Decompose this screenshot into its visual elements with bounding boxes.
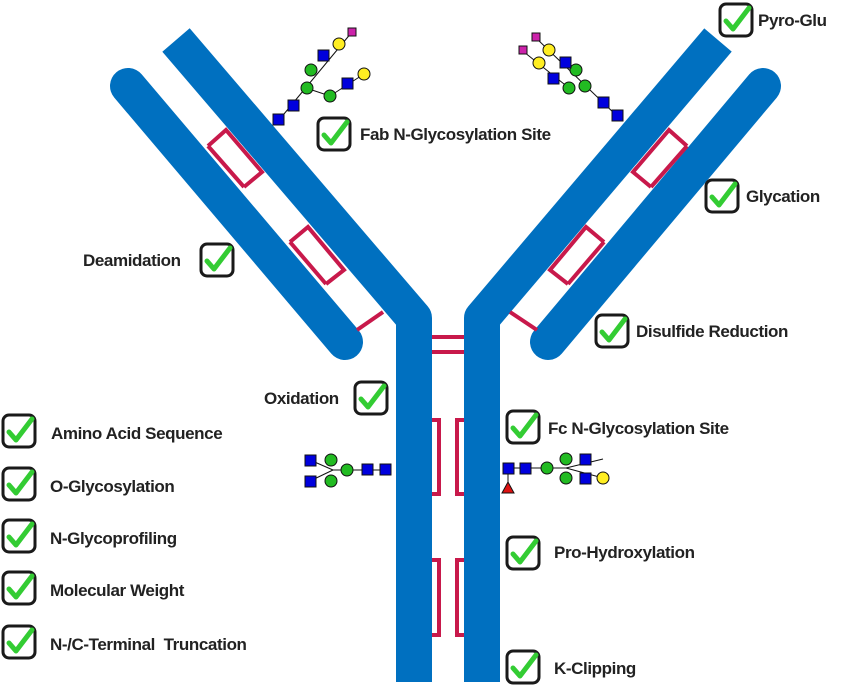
- checkbox-n-glycoprofiling: [1, 518, 37, 554]
- label-oxidation: Oxidation: [264, 389, 339, 408]
- glcnac-square-icon: [317, 49, 330, 62]
- sialic-acid-diamond-icon: [347, 27, 357, 37]
- checkbox-oxidation: [353, 380, 389, 416]
- checkmark-icon: [723, 5, 752, 32]
- label-amino-acid-sequence: Amino Acid Sequence: [51, 424, 222, 443]
- checkbox-molecular-weight: [1, 570, 37, 606]
- glcnac-square-icon: [502, 462, 515, 475]
- checkbox-pro-hydroxylation: [505, 535, 541, 571]
- fucose-triangle-icon: [501, 480, 515, 494]
- checkmark-icon: [358, 383, 387, 410]
- checkmark-icon: [321, 119, 350, 146]
- fab-glycan-left: [272, 27, 371, 126]
- fab-glycan-right: [518, 32, 624, 122]
- glcnac-square-icon: [361, 463, 374, 476]
- hexose-circle-icon: [559, 452, 573, 466]
- hexose-circle-icon: [596, 471, 610, 485]
- checkbox-disulfide-reduction: [594, 313, 630, 349]
- heavy-chain-left: [162, 28, 432, 682]
- label-disulfide-reduction: Disulfide Reduction: [636, 322, 788, 341]
- fc-glycan-left: [304, 453, 392, 488]
- sialic-acid-diamond-icon: [518, 45, 528, 55]
- glcnac-square-icon: [579, 472, 592, 485]
- glcnac-square-icon: [519, 462, 532, 475]
- hexose-circle-icon: [542, 43, 556, 57]
- checkmark-icon: [510, 652, 539, 679]
- hexose-circle-icon: [562, 81, 576, 95]
- light-chain-left: [110, 68, 363, 360]
- hexose-circle-icon: [559, 471, 573, 485]
- checkmark-icon: [6, 416, 35, 443]
- hexose-circle-icon: [569, 63, 583, 77]
- glcnac-square-icon: [304, 454, 317, 467]
- checkbox-fc-glyco: [505, 409, 541, 445]
- glcnac-square-icon: [287, 99, 300, 112]
- checkmark-icon: [6, 469, 35, 496]
- glcnac-square-icon: [547, 72, 560, 85]
- hexose-circle-icon: [304, 63, 318, 77]
- glcnac-square-icon: [597, 96, 610, 109]
- checkbox-amino-acid-sequence: [1, 413, 37, 449]
- checkmark-icon: [510, 412, 539, 439]
- sialic-acid-diamond-icon: [531, 32, 541, 42]
- label-pro-hydroxylation: Pro-Hydroxylation: [554, 543, 695, 562]
- checkmark-icon: [204, 245, 233, 272]
- hexose-circle-icon: [323, 89, 337, 103]
- hexose-circle-icon: [300, 81, 314, 95]
- hexose-circle-icon: [532, 56, 546, 70]
- glcnac-square-icon: [579, 453, 592, 466]
- glcnac-square-icon: [559, 56, 572, 69]
- checkmark-icon: [6, 573, 35, 600]
- glcnac-square-icon: [304, 475, 317, 488]
- label-n-glycoprofiling: N-Glycoprofiling: [50, 529, 177, 548]
- label-molecular-weight: Molecular Weight: [50, 581, 185, 600]
- hexose-circle-icon: [357, 67, 371, 81]
- hexose-circle-icon: [540, 461, 554, 475]
- label-pyro-glu: Pyro-Glu: [758, 11, 827, 30]
- fc-glycan-right: [501, 452, 610, 494]
- hexose-circle-icon: [340, 463, 354, 477]
- hexose-circle-icon: [578, 79, 592, 93]
- checkmark-icon: [709, 181, 738, 208]
- light-chain-right: [530, 68, 781, 360]
- label-o-glycosylation: O-Glycosylation: [50, 477, 174, 496]
- checkbox-fab-glyco: [316, 116, 352, 152]
- checkbox-pyro-glu: [718, 2, 754, 38]
- label-fab-glyco: Fab N-Glycosylation Site: [360, 125, 551, 144]
- label-terminal-truncation: N-/C-Terminal Truncation: [50, 635, 247, 654]
- checkmark-icon: [599, 316, 628, 343]
- checkbox-k-clipping: [505, 649, 541, 685]
- hexose-circle-icon: [324, 453, 338, 467]
- checkbox-terminal-truncation: [1, 624, 37, 660]
- label-k-clipping: K-Clipping: [554, 659, 636, 678]
- disulfide-bonds: [206, 127, 689, 637]
- label-glycation: Glycation: [746, 187, 820, 206]
- glcnac-square-icon: [341, 77, 354, 90]
- glcnac-square-icon: [611, 109, 624, 122]
- checkmark-icon: [510, 538, 539, 565]
- checkmark-icon: [6, 521, 35, 548]
- glcnac-square-icon: [272, 113, 285, 126]
- label-deamidation: Deamidation: [83, 251, 181, 270]
- hexose-circle-icon: [332, 37, 346, 51]
- hexose-circle-icon: [324, 474, 338, 488]
- checkbox-o-glycosylation: [1, 466, 37, 502]
- label-fc-glyco: Fc N-Glycosylation Site: [548, 419, 729, 438]
- glcnac-square-icon: [379, 463, 392, 476]
- checkbox-deamidation: [199, 242, 235, 278]
- checkbox-glycation: [704, 178, 740, 214]
- heavy-chain-right: [464, 28, 732, 682]
- checkmark-icon: [6, 627, 35, 654]
